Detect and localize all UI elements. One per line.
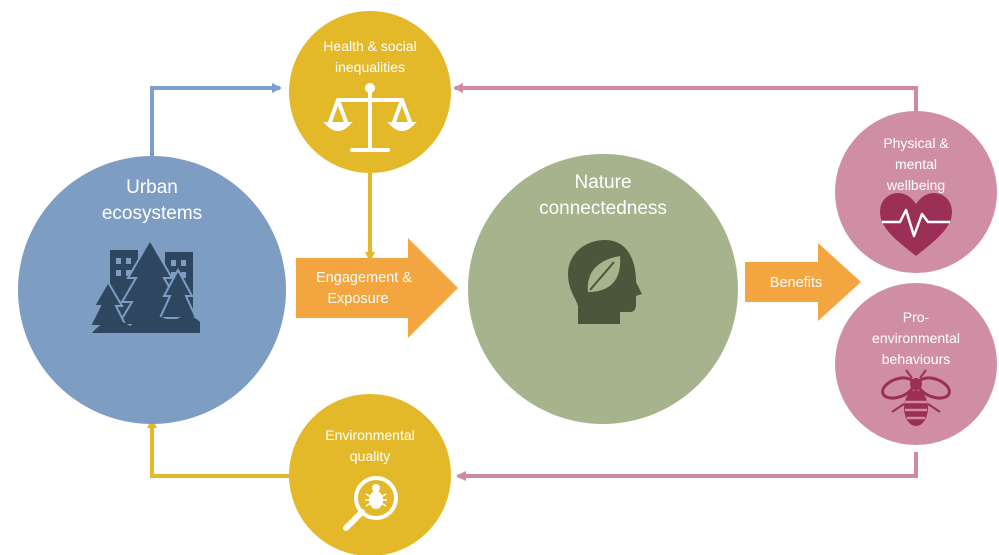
nature-connectedness-node: Nature connectedness: [468, 154, 738, 424]
physical-wellbeing-node: Physical & mental wellbeing: [835, 111, 997, 273]
environmental-quality-node: Environmental quality: [289, 394, 451, 555]
urban-node-label-line1: Urban: [126, 177, 178, 198]
magnifier-bug-icon: [343, 476, 398, 531]
bee-icon: [881, 369, 951, 426]
city-trees-icon: [88, 238, 200, 333]
engagement-arrow-label-line1: Engagement &: [316, 270, 412, 286]
physical-node-label-line1: Physical &: [883, 135, 949, 151]
physical-node-label-line2: mental: [895, 156, 937, 172]
pro-node-label-line1: Pro-: [903, 309, 930, 325]
urban-to-health-connector: [150, 83, 282, 160]
head-leaf-icon: [568, 240, 642, 324]
urban-ecosystems-node: Urban ecosystems: [18, 156, 286, 424]
health-inequalities-node: Health & social inequalities: [289, 11, 451, 173]
benefits-arrow-label: Benefits: [770, 275, 822, 291]
environmental-to-urban-connector: [147, 418, 290, 478]
engagement-arrow-label-line2: Exposure: [327, 291, 388, 307]
environmental-node-label-line2: quality: [350, 448, 390, 464]
pro-environmental-node: Pro- environmental behaviours: [835, 283, 997, 445]
physical-node-label-line3: wellbeing: [886, 177, 945, 193]
nature-node-label-line1: Nature: [574, 172, 631, 193]
heart-pulse-icon: [880, 193, 952, 256]
health-node-label-line1: Health & social: [323, 38, 416, 54]
engagement-arrow: [296, 238, 458, 338]
pro-node-label-line3: behaviours: [882, 351, 951, 367]
environmental-node-label-line1: Environmental: [325, 427, 415, 443]
health-node-label-line2: inequalities: [335, 59, 405, 75]
urban-node-label-line2: ecosystems: [102, 203, 202, 224]
pro-node-label-line2: environmental: [872, 330, 960, 346]
nature-node-label-line2: connectedness: [539, 198, 667, 219]
wellbeing-to-health-connector: [453, 83, 918, 122]
scales-icon: [323, 83, 417, 152]
behaviours-to-environmental-connector: [456, 452, 918, 481]
benefits-arrow: [745, 243, 861, 321]
